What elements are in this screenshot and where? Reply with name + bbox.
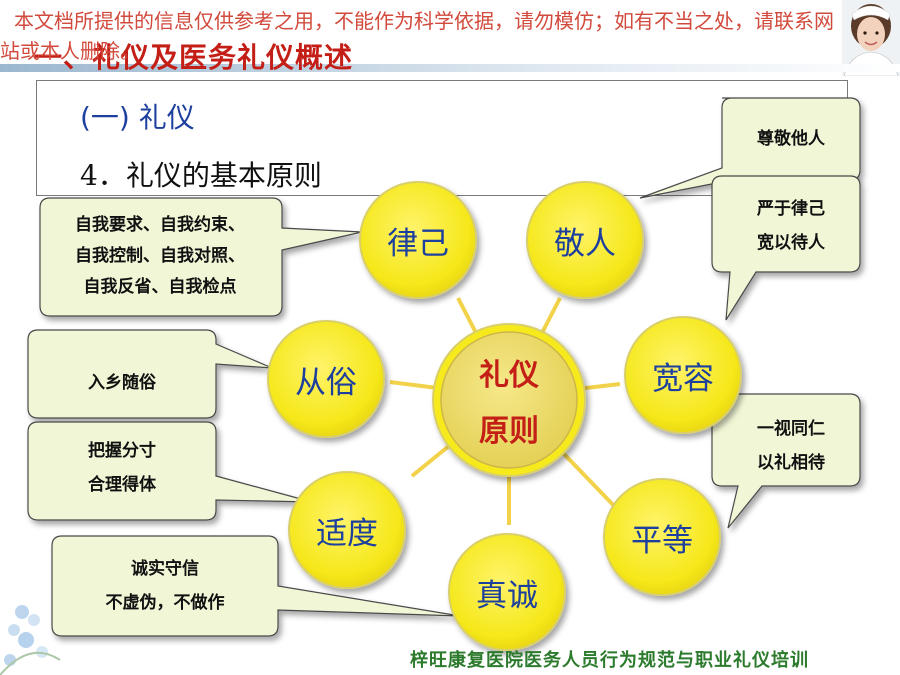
principle-label-kuanrong: 宽容 — [652, 361, 714, 397]
center-circle-inner — [440, 331, 578, 469]
note-pingdeng: 一视同仁 以礼相待 — [757, 419, 825, 473]
principle-label-lvji: 律己 — [387, 226, 449, 262]
circle-jingren — [526, 181, 644, 299]
note-kuanrong: 严于律己 宽以待人 — [757, 199, 825, 253]
center-label-line1: 礼仪 — [479, 358, 539, 393]
section-subheading: 4．礼仪的基本原则 — [80, 159, 322, 192]
callout-shidu-bubble — [27, 421, 313, 521]
center-label-line2: 原则 — [479, 414, 539, 449]
note-congsu: 入乡随俗 — [88, 373, 156, 393]
principle-label-pingdeng: 平等 — [631, 523, 693, 559]
callout-kuanrong-bubble — [711, 175, 861, 321]
circle-kuanrong — [624, 316, 742, 434]
principle-label-jingren: 敬人 — [554, 226, 616, 262]
principle-label-congsu: 从俗 — [295, 365, 357, 401]
circle-congsu — [267, 320, 385, 438]
slide-title: 一、礼仪及医务礼仪概述 — [34, 41, 354, 74]
footer-text: 梓旺康复医院医务人员行为规范与职业礼仪培训 — [410, 650, 809, 671]
note-zhencheng: 诚实守信 不虚伪，不做作 — [105, 559, 225, 613]
note-jingren: 尊敬他人 — [757, 129, 825, 149]
note-shidu: 把握分寸 合理得体 — [88, 441, 156, 495]
title-underline-bar — [0, 64, 900, 72]
note-lvji: 自我要求、自我约束、 自我控制、自我对照、 自我反省、自我检点 — [75, 215, 245, 297]
principle-label-shidu: 适度 — [316, 516, 378, 552]
callout-lvji-bubble — [39, 197, 363, 317]
section-heading: (一) 礼仪 — [80, 101, 195, 134]
principle-label-zhencheng: 真诚 — [476, 578, 538, 614]
callout-zhencheng-bubble — [51, 535, 461, 637]
circle-lvji — [359, 181, 477, 299]
circle-pingdeng — [603, 478, 721, 596]
circle-shidu — [288, 471, 406, 589]
circle-zhencheng — [448, 533, 566, 651]
flower-decoration — [0, 605, 61, 675]
disclaimer-watermark: 本文档所提供的信息仅供参考之用，不能作为科学依据，请勿模仿；如有不当之处，请联系… — [0, 9, 834, 63]
callout-congsu-bubble — [27, 329, 273, 419]
